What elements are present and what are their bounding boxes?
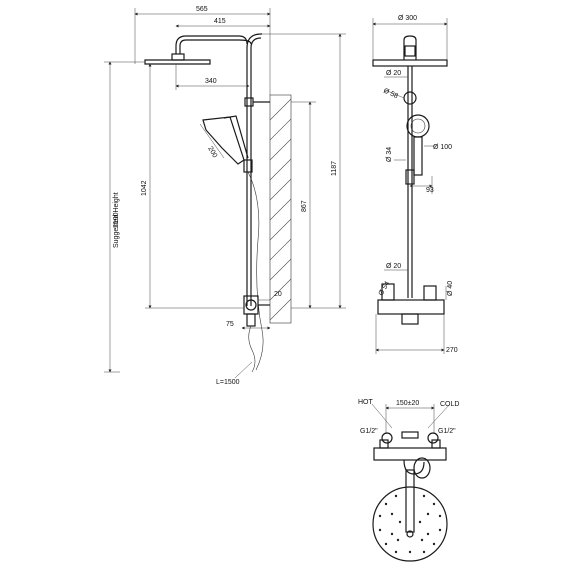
front-mixer [377, 283, 445, 325]
front-view: Ø 300 Ø 20 Ø 58 Ø 100 Ø 34 93 Ø 20 Ø 54 … [372, 15, 458, 354]
dim-holder-projection: 93 [426, 187, 434, 194]
label-inlet-right: G1/2" [438, 428, 456, 435]
dim-hose-angle: 200 [206, 146, 218, 160]
label-suggested-height: Suggested Height [113, 192, 120, 248]
dim-hose-length: L=1500 [216, 379, 240, 386]
dim-total-height: 1187 [331, 161, 338, 176]
front-hand-shower [405, 114, 430, 185]
dim-bottom-offset: 20 [274, 291, 282, 298]
bottom-view: HOT COLD 150±20 G1/2" G1/2" [358, 399, 459, 562]
dim-overall-width: 565 [196, 6, 208, 13]
front-shower-head [372, 59, 448, 67]
dim-knob-right-diameter: Ø 40 [447, 281, 454, 296]
dim-valve-depth: 75 [226, 321, 234, 328]
label-hot: HOT [358, 399, 374, 406]
dim-knob-left-diameter: Ø 54 [378, 280, 392, 297]
front-bracket [403, 91, 417, 105]
bottom-shower-head [372, 469, 448, 562]
wall-bracket-top [244, 97, 270, 107]
mixer-valve [243, 295, 270, 373]
dim-hand-shower-diameter: Ø 100 [433, 144, 452, 151]
label-cold: COLD [440, 401, 459, 408]
hand-shower [202, 115, 264, 371]
dim-bracket-diameter: Ø 58 [382, 87, 399, 100]
dim-holder-diameter: Ø 34 [386, 147, 393, 162]
dim-head-diameter: Ø 300 [398, 15, 417, 22]
dim-pipe-diameter-bottom: Ø 20 [386, 263, 401, 270]
bottom-valve [373, 431, 447, 479]
dim-head-offset: 340 [205, 78, 217, 85]
label-inlet-left: G1/2" [360, 428, 378, 435]
dim-valve-width: 270 [446, 347, 458, 354]
side-view: 565 415 340 2100 Suggested Height 1042 1… [104, 6, 346, 386]
riser-pipe [175, 33, 262, 306]
wall-panel [269, 94, 292, 324]
dim-head-height: 1042 [141, 180, 148, 196]
dim-suggested-height: 2100 [113, 212, 120, 228]
shower-head [144, 53, 211, 65]
dim-pipe-diameter-top: Ø 20 [386, 70, 401, 77]
dim-inlet-spacing: 150±20 [396, 400, 419, 407]
dim-arm-length: 415 [214, 18, 226, 25]
dim-bar-height: 867 [301, 200, 308, 212]
